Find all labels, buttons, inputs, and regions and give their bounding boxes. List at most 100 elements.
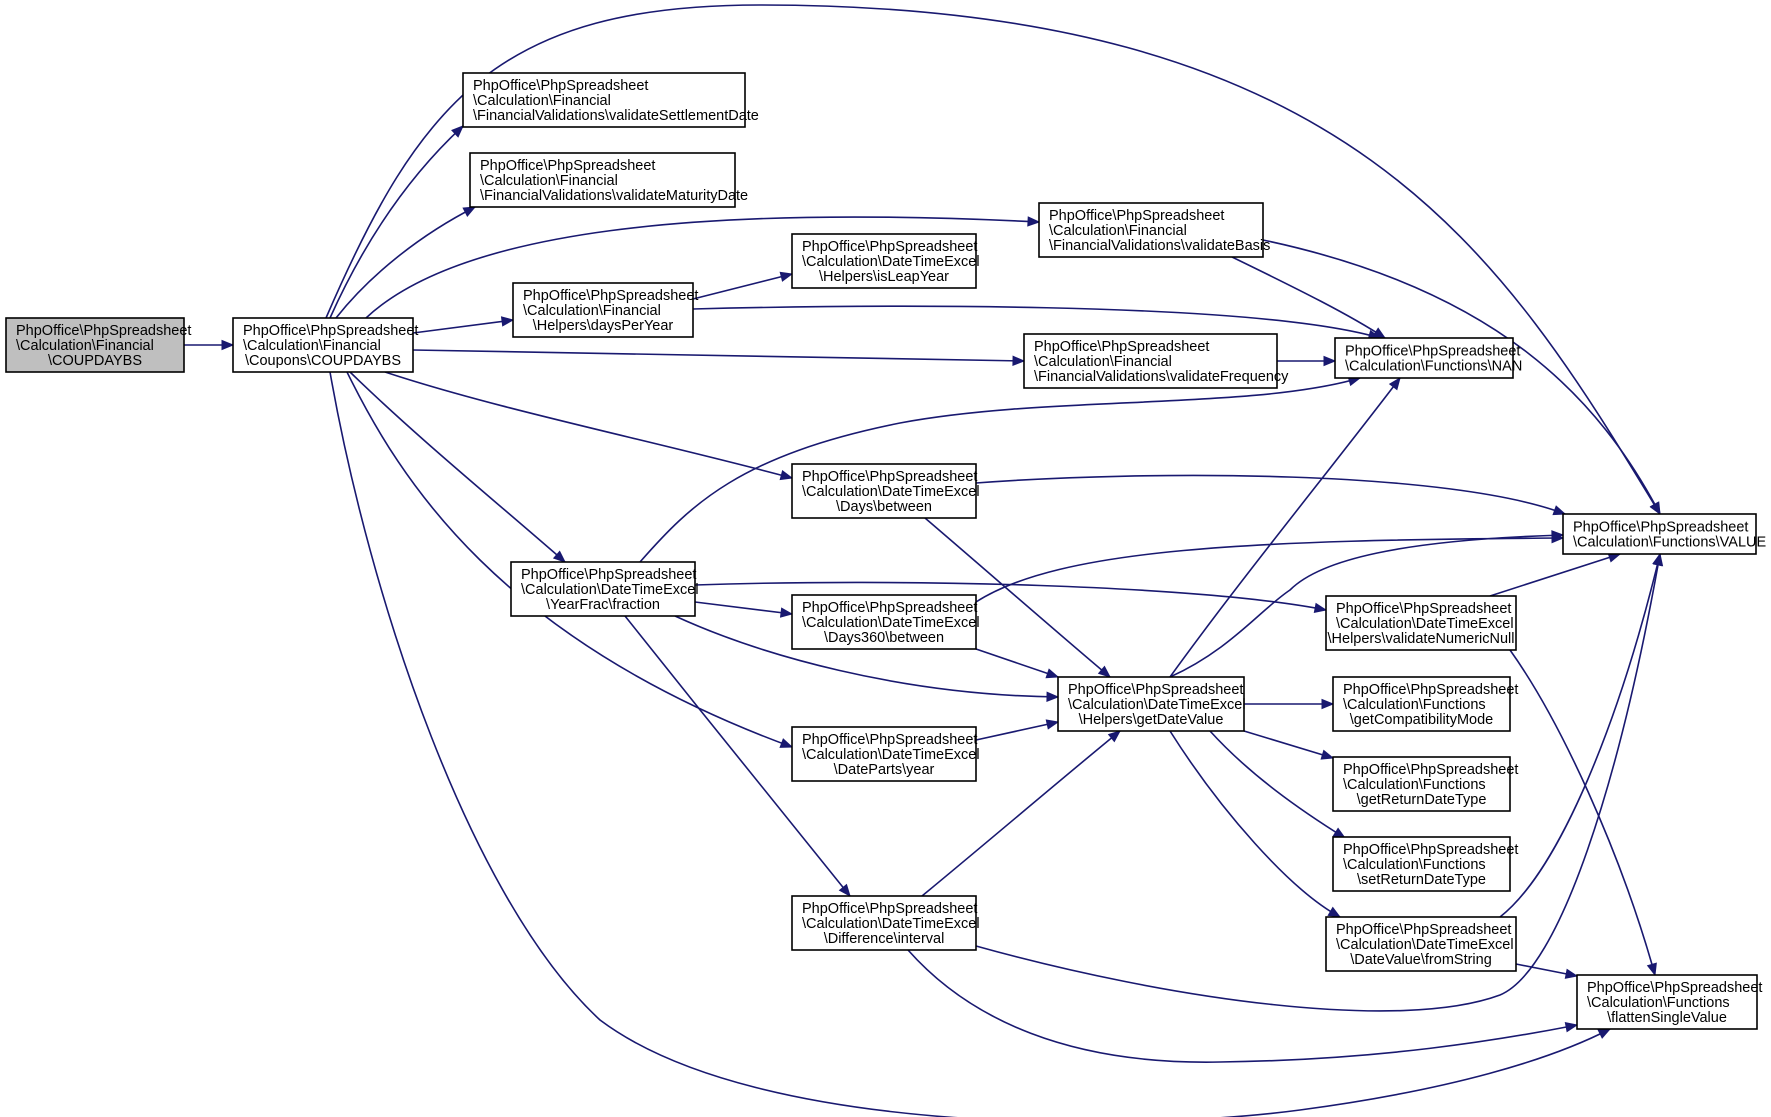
node-n3[interactable]: PhpOffice\PhpSpreadsheet\Calculation\Fin…: [469, 152, 748, 208]
root-node-box[interactable]: [5, 317, 185, 373]
node-label-line: PhpOffice\PhpSpreadsheet: [1068, 682, 1243, 698]
node-n16[interactable]: PhpOffice\PhpSpreadsheet\Calculation\Fun…: [1332, 676, 1518, 732]
node-box[interactable]: [462, 72, 746, 128]
edge-line: [692, 273, 793, 300]
node-box[interactable]: [791, 895, 977, 951]
node-n10[interactable]: PhpOffice\PhpSpreadsheet\Calculation\Dat…: [791, 895, 980, 951]
edge-n13-n16-arrowhead: [1321, 698, 1335, 710]
node-n12[interactable]: PhpOffice\PhpSpreadsheet\Calculation\Fin…: [1023, 333, 1289, 389]
edges-layer: [184, 4, 1664, 1117]
edge-line: [694, 601, 793, 615]
edge-n1-n11-arrowhead: [1027, 216, 1041, 227]
node-label-line: \Calculation\Financial: [473, 93, 611, 109]
node-box[interactable]: [791, 463, 977, 519]
node-label-line: \Calculation\DateTimeExcel: [1336, 616, 1514, 632]
node-box[interactable]: [512, 282, 694, 338]
edge-n5-n10: [624, 615, 851, 898]
node-label-line: PhpOffice\PhpSpreadsheet: [1573, 520, 1748, 536]
node-box[interactable]: [232, 317, 414, 373]
node-box[interactable]: [1023, 333, 1278, 389]
edge-n0-n1-arrowhead: [221, 339, 235, 351]
node-box[interactable]: [1332, 756, 1511, 812]
node-n19[interactable]: PhpOffice\PhpSpreadsheet\Calculation\Dat…: [1325, 916, 1517, 972]
edge-n19-n21-arrowhead: [1564, 968, 1579, 979]
node-label-line: PhpOffice\PhpSpreadsheet: [1343, 762, 1518, 778]
edge-line: [975, 537, 1564, 603]
node-box[interactable]: [791, 233, 977, 289]
edge-n13-n20: [1169, 530, 1565, 678]
edge-n11-n14: [1231, 256, 1387, 339]
node-label-line: \Calculation\DateTimeExcel: [802, 254, 980, 270]
node-label-line: PhpOffice\PhpSpreadsheet: [1034, 339, 1209, 355]
node-box[interactable]: [791, 594, 977, 650]
edge-n1-n21-arrowhead: [1597, 1028, 1612, 1039]
node-n20[interactable]: PhpOffice\PhpSpreadsheet\Calculation\Fun…: [1562, 513, 1766, 555]
node-n14[interactable]: PhpOffice\PhpSpreadsheet\Calculation\Fun…: [1334, 337, 1522, 379]
node-label-line: PhpOffice\PhpSpreadsheet: [1587, 980, 1762, 996]
node-box[interactable]: [1562, 513, 1757, 555]
edge-line: [975, 553, 1661, 1012]
edge-line: [921, 730, 1121, 897]
node-label-line: PhpOffice\PhpSpreadsheet: [243, 323, 418, 339]
node-label-line: \Helpers\validateNumericNull: [1328, 631, 1515, 647]
node-n8[interactable]: PhpOffice\PhpSpreadsheet\Calculation\Dat…: [791, 594, 980, 650]
node-n9[interactable]: PhpOffice\PhpSpreadsheet\Calculation\Dat…: [791, 726, 980, 782]
node-n4[interactable]: PhpOffice\PhpSpreadsheet\Calculation\Fin…: [512, 282, 698, 338]
node-box[interactable]: [1332, 676, 1511, 732]
edge-n10-n13: [921, 730, 1122, 897]
edge-line: [694, 581, 1327, 611]
node-label-line: PhpOffice\PhpSpreadsheet: [1336, 601, 1511, 617]
node-label-line: \Calculation\DateTimeExcel: [1068, 697, 1246, 713]
edge-n8-n20: [975, 532, 1565, 603]
edge-line: [1169, 730, 1341, 918]
node-box[interactable]: [1576, 974, 1758, 1030]
node-box[interactable]: [469, 152, 736, 208]
edge-n13-n19: [1169, 730, 1342, 918]
node-n5[interactable]: PhpOffice\PhpSpreadsheet\Calculation\Dat…: [510, 561, 699, 617]
edge-n12-n14: [1277, 355, 1337, 367]
node-label-line: \FinancialValidations\validateSettlement…: [473, 108, 759, 124]
node-label-line: \Helpers\getDateValue: [1079, 712, 1224, 728]
node-box[interactable]: [1038, 202, 1264, 258]
node-label-line: \FinancialValidations\validateBasis: [1049, 238, 1270, 254]
node-box[interactable]: [1057, 676, 1245, 732]
node-n11[interactable]: PhpOffice\PhpSpreadsheet\Calculation\Fin…: [1038, 202, 1270, 258]
node-n7[interactable]: PhpOffice\PhpSpreadsheet\Calculation\Dat…: [791, 463, 980, 519]
node-label-line: \Calculation\Functions: [1343, 697, 1486, 713]
node-box[interactable]: [1334, 337, 1514, 379]
edge-n0-n1: [184, 339, 235, 351]
node-box[interactable]: [1332, 836, 1511, 892]
edge-line: [412, 349, 1025, 362]
edge-line: [1489, 553, 1621, 597]
edge-n7-n13: [924, 517, 1112, 678]
node-n13[interactable]: PhpOffice\PhpSpreadsheet\Calculation\Dat…: [1057, 676, 1246, 732]
node-label-line: PhpOffice\PhpSpreadsheet: [1345, 344, 1520, 360]
node-n0[interactable]: PhpOffice\PhpSpreadsheet\Calculation\Fin…: [5, 317, 191, 373]
edge-n5-n15-arrowhead: [1313, 602, 1328, 614]
node-n18[interactable]: PhpOffice\PhpSpreadsheet\Calculation\Fun…: [1332, 836, 1518, 892]
node-n21[interactable]: PhpOffice\PhpSpreadsheet\Calculation\Fun…: [1576, 974, 1762, 1030]
edge-line: [325, 4, 1661, 515]
edge-line: [349, 371, 566, 563]
node-box[interactable]: [1325, 916, 1517, 972]
node-label-line: \Calculation\DateTimeExcel: [521, 582, 699, 598]
node-label-line: \Calculation\DateTimeExcel: [1336, 937, 1514, 953]
node-n1[interactable]: PhpOffice\PhpSpreadsheet\Calculation\Fin…: [232, 317, 418, 373]
edge-n15-n21: [1509, 649, 1657, 977]
node-label-line: \Calculation\DateTimeExcel: [802, 484, 980, 500]
node-box[interactable]: [791, 726, 977, 782]
edge-n11-n20: [1262, 239, 1661, 516]
node-n17[interactable]: PhpOffice\PhpSpreadsheet\Calculation\Fun…: [1332, 756, 1518, 812]
edge-n19-n20: [1499, 552, 1663, 918]
node-label-line: PhpOffice\PhpSpreadsheet: [802, 469, 977, 485]
node-label-line: \getReturnDateType: [1357, 792, 1487, 808]
edge-n1-n11: [365, 216, 1041, 319]
node-n15[interactable]: PhpOffice\PhpSpreadsheet\Calculation\Dat…: [1325, 595, 1517, 651]
edge-n1-n9: [346, 371, 794, 748]
node-box[interactable]: [510, 561, 696, 617]
edge-line: [975, 474, 1566, 515]
node-box[interactable]: [1325, 595, 1517, 651]
node-n2[interactable]: PhpOffice\PhpSpreadsheet\Calculation\Fin…: [462, 72, 759, 128]
node-n6[interactable]: PhpOffice\PhpSpreadsheet\Calculation\Dat…: [791, 233, 980, 289]
edge-n9-n13: [975, 719, 1060, 741]
